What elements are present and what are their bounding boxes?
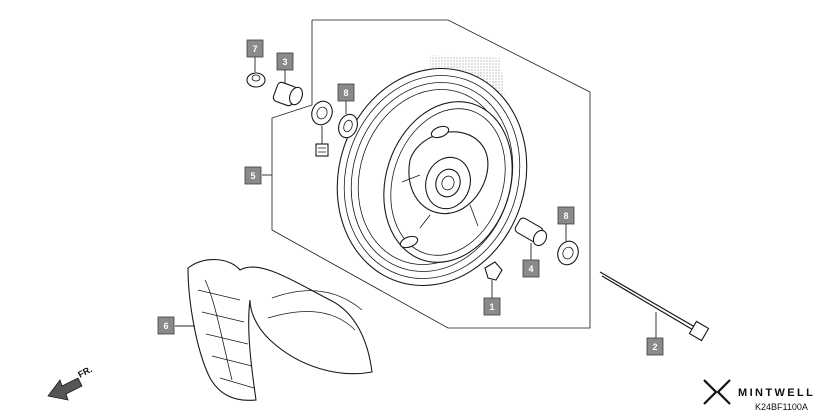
svg-text:3: 3 <box>282 57 287 67</box>
diagram-code: K24BF1100A <box>755 402 808 412</box>
direction-label: FR. <box>76 364 93 380</box>
callout-1[interactable]: 1 <box>483 297 501 316</box>
svg-text:5: 5 <box>250 171 255 181</box>
svg-text:1: 1 <box>489 302 494 312</box>
callout-8a[interactable]: 8 <box>337 83 355 102</box>
svg-text:8: 8 <box>563 211 568 221</box>
svg-text:2: 2 <box>652 342 657 352</box>
callout-4[interactable]: 4 <box>522 259 540 278</box>
front-direction-arrow: FR. <box>47 364 94 401</box>
front-wheel-rim[interactable] <box>310 44 555 311</box>
axle-nut[interactable] <box>246 72 266 88</box>
callout-5[interactable]: 5 <box>244 166 262 185</box>
brand-logo: MINTWELL <box>703 379 815 405</box>
bearing-top-left[interactable] <box>308 98 335 127</box>
bearing-top-right[interactable] <box>335 112 360 141</box>
svg-text:4: 4 <box>528 264 533 274</box>
seal-icon <box>315 143 329 157</box>
front-tire[interactable] <box>187 259 373 401</box>
valve[interactable] <box>484 261 503 281</box>
svg-text:7: 7 <box>252 44 257 54</box>
callout-3[interactable]: 3 <box>276 52 294 71</box>
leader-lines <box>175 57 657 338</box>
axle-bolt[interactable] <box>599 271 710 342</box>
callout-7[interactable]: 7 <box>246 39 264 58</box>
callout-8b[interactable]: 8 <box>557 206 575 225</box>
brand-name: MINTWELL <box>738 387 815 399</box>
assembly-outline <box>271 19 591 329</box>
callout-6[interactable]: 6 <box>157 316 175 335</box>
svg-text:8: 8 <box>343 88 348 98</box>
bearing-bottom[interactable] <box>554 238 581 267</box>
callout-2[interactable]: 2 <box>646 337 664 356</box>
distance-collar-bottom[interactable] <box>514 217 549 248</box>
svg-text:6: 6 <box>163 321 168 331</box>
distance-collar-top[interactable] <box>272 81 305 107</box>
